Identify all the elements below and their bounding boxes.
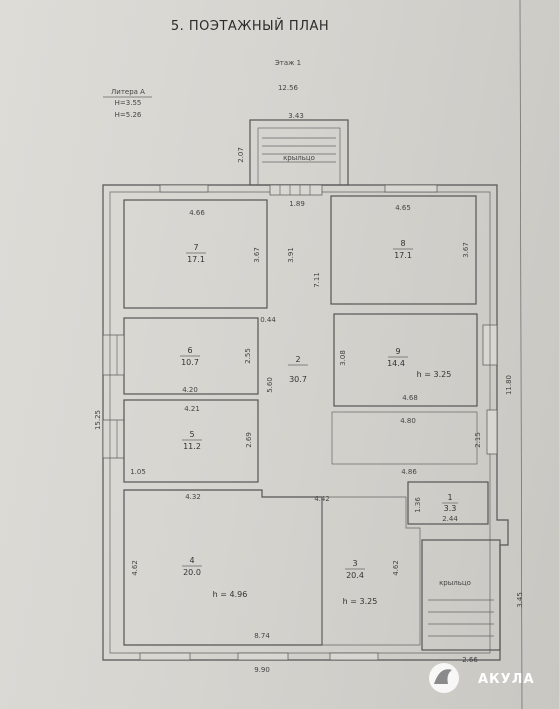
dim-left-total: 15.25 [94, 410, 102, 430]
dim-room4-depth: 4.62 [131, 560, 139, 576]
room-5 [123, 399, 259, 483]
dim-room7-width: 4.66 [189, 209, 205, 217]
dim-porch-depth: 2.07 [237, 147, 245, 163]
room-4-height: h = 4.96 [213, 590, 248, 599]
dim-corridor-depth: 2.15 [474, 432, 482, 448]
dim-hall-a: 3.91 [287, 247, 295, 263]
dim-porch-width: 3.43 [288, 112, 304, 120]
room-8-number: 8 [400, 239, 405, 248]
dim-right-total: 11.80 [505, 375, 513, 395]
room-3 [321, 496, 421, 646]
dim-room7-depth: 3.67 [253, 247, 261, 263]
dim-room8-depth: 3.67 [462, 242, 470, 258]
dim-gap: 0.44 [260, 316, 276, 324]
dim-room1-width: 2.44 [442, 515, 458, 523]
shark-fin-icon [434, 669, 452, 684]
plan-title: 5. ПОЭТАЖНЫЙ ПЛАН [171, 18, 329, 34]
window-bottom-3 [329, 652, 379, 661]
dim-corridor-width: 4.80 [400, 417, 416, 425]
corridor [331, 411, 478, 465]
window-left-2 [102, 419, 125, 459]
inner-wall [109, 191, 491, 654]
room-9 [333, 313, 478, 407]
room-7-number: 7 [193, 243, 198, 252]
room-3-number: 3 [352, 559, 357, 568]
dim-room1-depth: 1.36 [414, 497, 422, 513]
room-5-area: 11.2 [183, 442, 201, 451]
dim-bottom-inner: 8.74 [254, 632, 270, 640]
window-bottom-2 [237, 652, 289, 661]
dim-bottom-outer: 9.90 [254, 666, 270, 674]
litera-label: Литера А [111, 88, 145, 96]
window-top-left [159, 184, 209, 193]
top-porch-label: крыльцо [283, 154, 315, 162]
front-door-grid [269, 184, 323, 196]
dim-room4-width-top: 4.32 [185, 493, 201, 501]
room-7 [123, 199, 268, 309]
window-bottom-1 [139, 652, 191, 661]
room-2-area: 30.7 [289, 375, 307, 384]
room-9-height: h = 3.25 [417, 370, 452, 379]
top-porch [249, 119, 349, 186]
dim-room6-depth: 2.55 [244, 348, 252, 364]
room-6-area: 10.7 [181, 358, 199, 367]
room-2-number: 2 [295, 355, 300, 364]
room-7-area: 17.1 [187, 255, 205, 264]
dim-porch2-width: 2.66 [462, 656, 478, 664]
brand-logo: АКУЛА [429, 663, 535, 693]
dim-room8-width: 4.65 [395, 204, 411, 212]
room-4 [123, 489, 323, 646]
dim-room3-top: 4.86 [401, 468, 417, 476]
side-porch [421, 539, 501, 651]
room-1 [407, 481, 489, 525]
dim-room9-width: 4.68 [402, 394, 418, 402]
room-4-number: 4 [189, 556, 194, 565]
dim-porch2-depth: 3.45 [516, 592, 524, 608]
sheet-edge-line [519, 0, 523, 709]
room-3-area: 20.4 [346, 571, 364, 580]
dim-room5-width: 4.21 [184, 405, 200, 413]
dim-step: 1.05 [130, 468, 146, 476]
dim-overall-width: 12.56 [278, 84, 299, 92]
room-3-height: h = 3.25 [343, 597, 378, 606]
window-left-1 [102, 334, 125, 376]
room-1-area: 3.3 [444, 504, 457, 513]
outer-wall [102, 184, 509, 661]
dim-room6-width: 4.20 [182, 386, 198, 394]
dim-room5-depth: 2.69 [245, 432, 253, 448]
floor-label: Этаж 1 [275, 59, 301, 67]
window-top-right [384, 184, 438, 193]
window-right-2 [486, 409, 498, 455]
side-porch-label: крыльцо [439, 579, 471, 587]
side-porch-steps [428, 599, 494, 637]
dim-room9-depth: 3.08 [339, 350, 347, 366]
room-4-area: 20.0 [183, 568, 201, 577]
brand-name: АКУЛА [478, 672, 535, 687]
room-1-number: 1 [447, 493, 452, 502]
room-6-number: 6 [187, 346, 192, 355]
height-label-1: H=3.55 [115, 99, 142, 107]
room-5-number: 5 [189, 430, 194, 439]
dim-hall-length: 5.60 [266, 377, 274, 393]
dim-hall-b: 7.11 [313, 272, 321, 288]
room-9-area: 14.4 [387, 359, 405, 368]
room-8 [330, 195, 477, 305]
height-label-2: H=5.26 [115, 111, 142, 119]
dim-door-opening: 1.89 [289, 200, 305, 208]
dim-room3-depth: 4.62 [392, 560, 400, 576]
top-porch-steps [262, 137, 336, 163]
room-9-number: 9 [395, 347, 400, 356]
room-8-area: 17.1 [394, 251, 412, 260]
